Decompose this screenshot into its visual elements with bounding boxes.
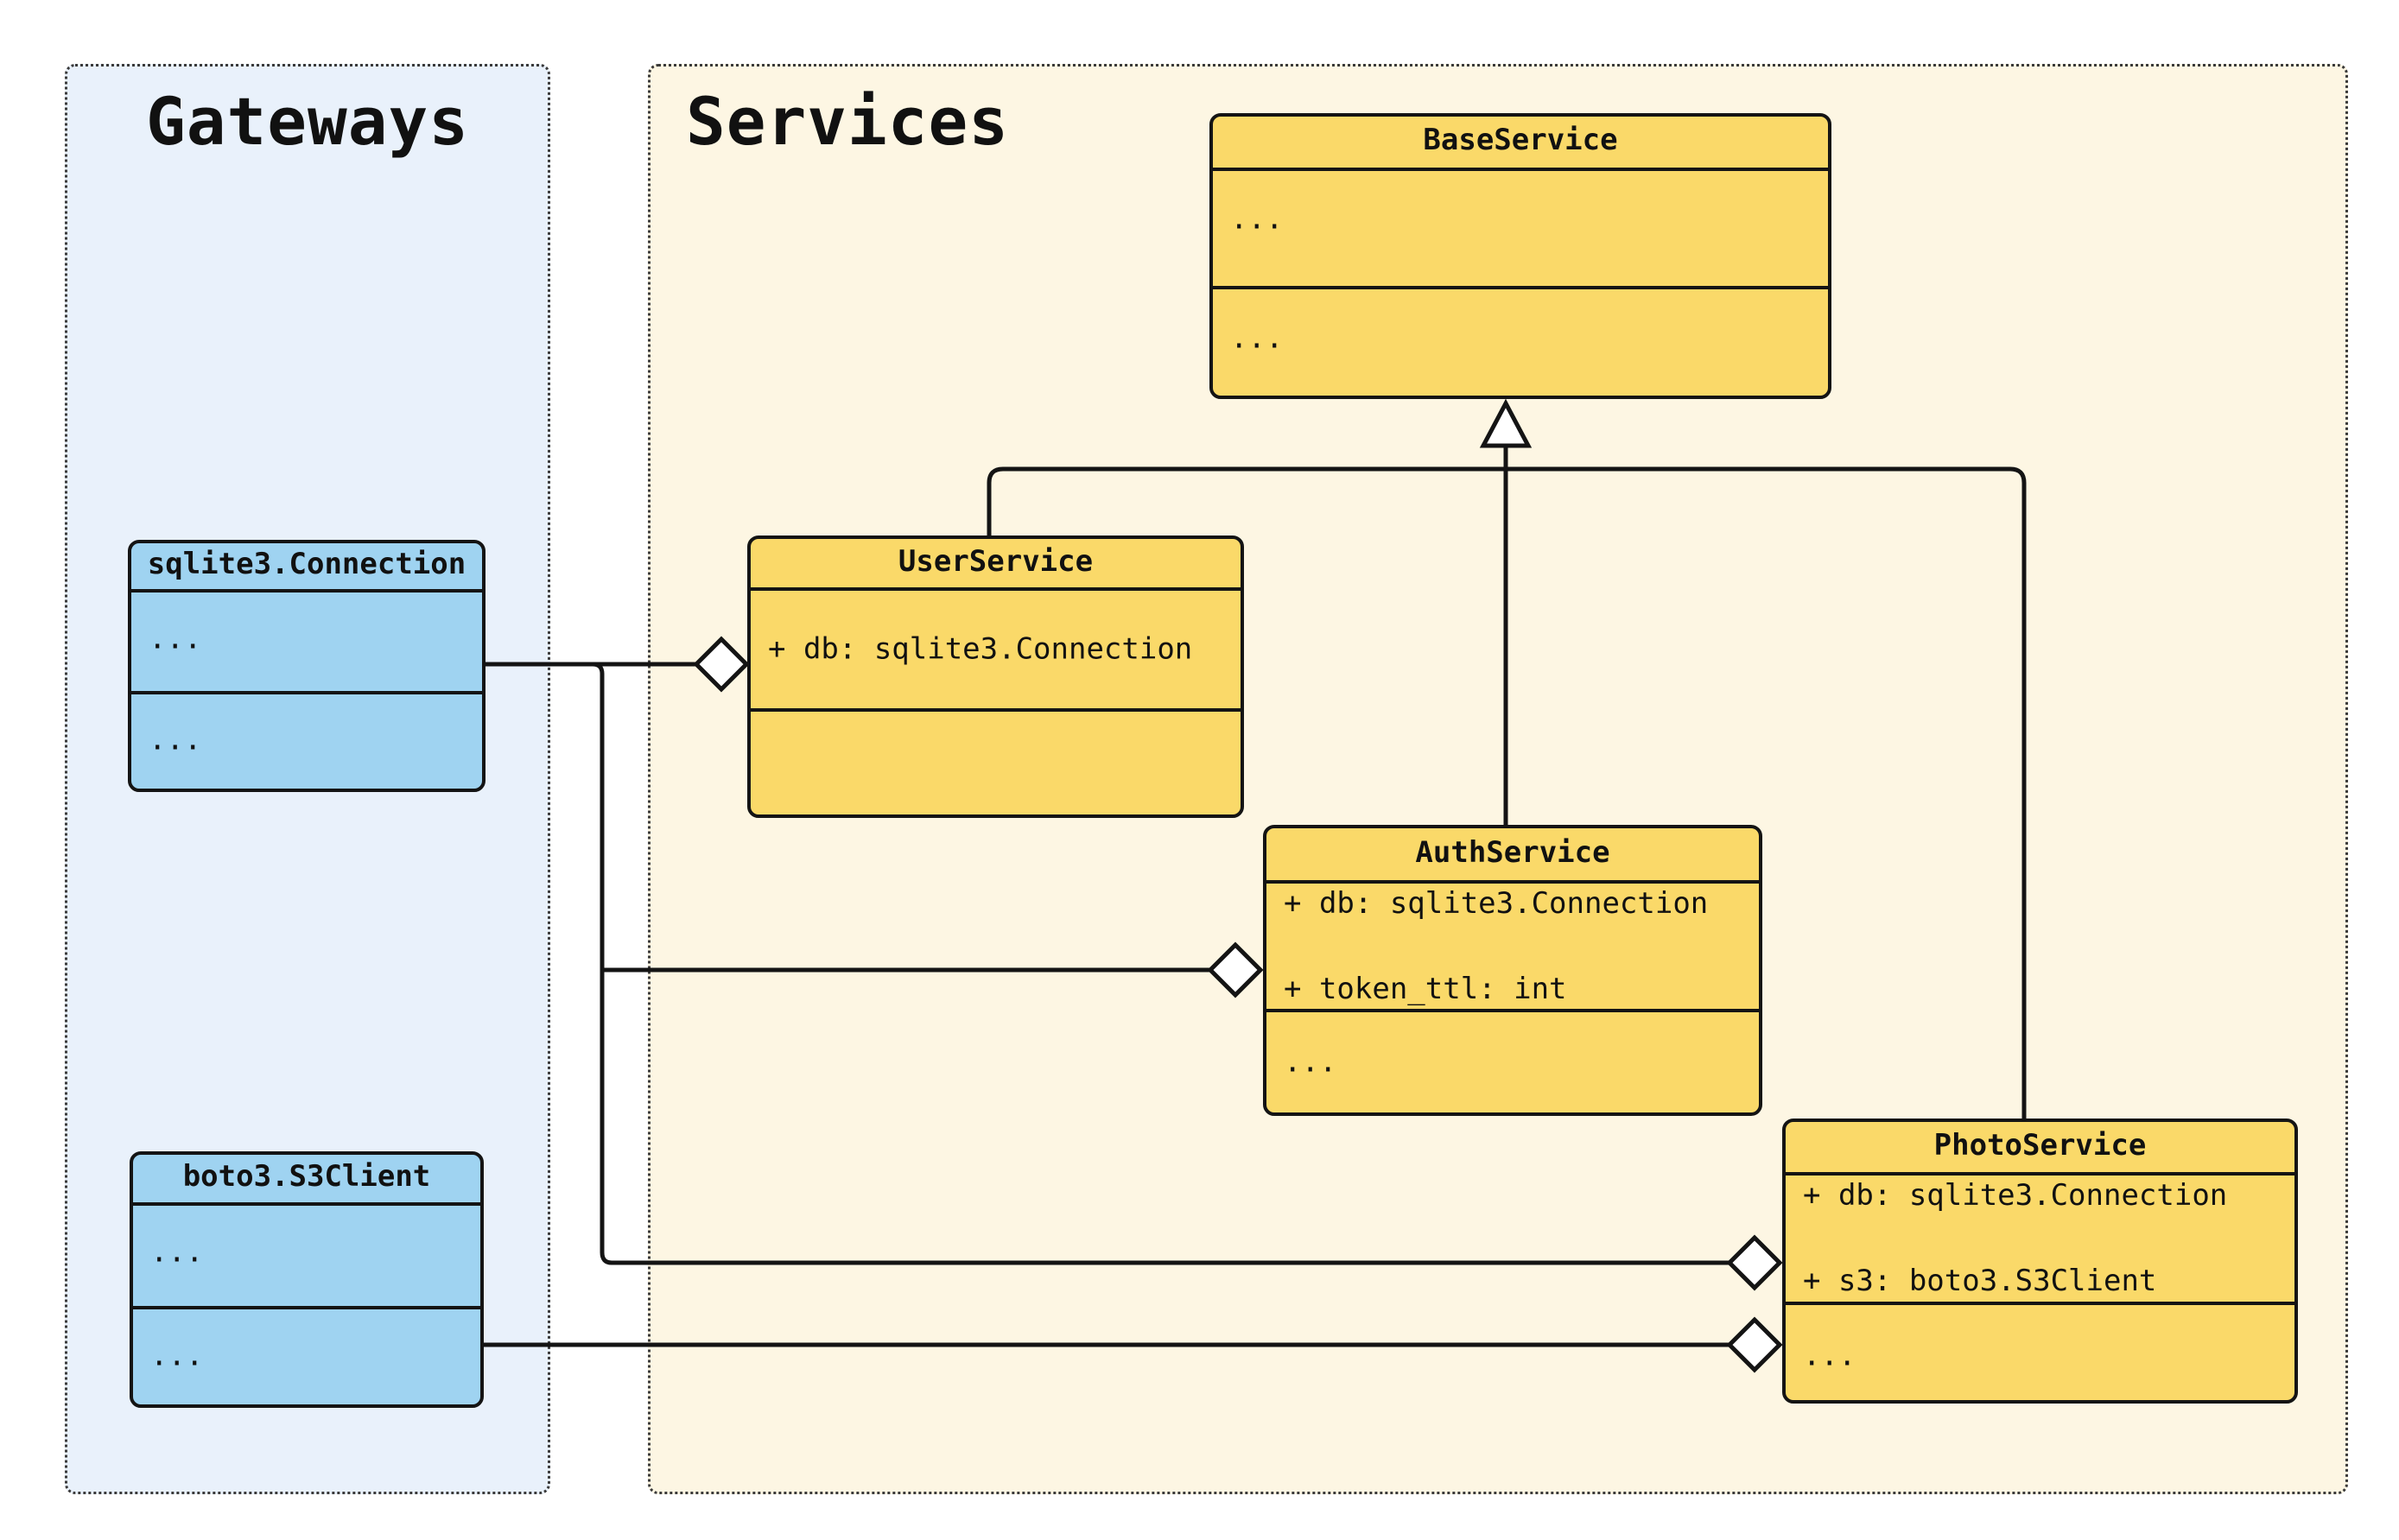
aggregation-diamond-userservice-db xyxy=(693,636,750,693)
services-panel-title: Services xyxy=(686,83,1010,160)
section-divider xyxy=(131,691,482,694)
class-photoservice-name: PhotoService xyxy=(1933,1128,2147,1163)
class-sqlite3-connection-name: sqlite3.Connection xyxy=(147,547,466,581)
section-divider xyxy=(1266,1009,1759,1012)
class-photoservice-attrs: + db: sqlite3.Connection + s3: boto3.S3C… xyxy=(1803,1125,2227,1353)
aggregation-diamond-photoservice-db xyxy=(1726,1234,1783,1291)
class-authservice-attrs: + db: sqlite3.Connection + token_ttl: in… xyxy=(1284,833,1708,1061)
class-userservice-attrs: + db: sqlite3.Connection xyxy=(768,631,1193,667)
attr-line: + s3: boto3.S3Client xyxy=(1803,1264,2157,1298)
gateways-panel-title: Gateways xyxy=(145,83,470,160)
section-divider xyxy=(133,1306,480,1309)
attr-line: + token_ttl: int xyxy=(1284,972,1567,1006)
section-divider xyxy=(1213,286,1828,289)
class-boto3-s3client-attrs: ... xyxy=(150,1234,204,1270)
section-divider xyxy=(1266,880,1759,884)
section-divider xyxy=(1213,168,1828,171)
class-baseservice: BaseService ... ... xyxy=(1209,113,1831,399)
section-divider xyxy=(751,587,1241,591)
class-boto3-s3client-name: boto3.S3Client xyxy=(182,1159,431,1194)
class-baseservice-methods: ... xyxy=(1230,320,1284,356)
class-sqlite3-connection-methods: ... xyxy=(149,722,202,757)
section-divider xyxy=(1786,1302,2294,1305)
class-boto3-s3client: boto3.S3Client ... ... xyxy=(130,1151,484,1408)
aggregation-diamond-authservice-db xyxy=(1207,941,1264,998)
class-authservice: AuthService + db: sqlite3.Connection + t… xyxy=(1263,825,1762,1116)
section-divider xyxy=(1786,1172,2294,1176)
class-sqlite3-connection-attrs: ... xyxy=(149,621,202,656)
edge-sqlite-branch-vertical xyxy=(592,662,1729,1265)
class-userservice-name: UserService xyxy=(898,544,1094,579)
class-baseservice-attrs: ... xyxy=(1230,201,1284,237)
aggregation-diamond-photoservice-s3 xyxy=(1726,1316,1783,1373)
section-divider xyxy=(131,589,482,593)
section-divider xyxy=(751,708,1241,712)
class-baseservice-name: BaseService xyxy=(1423,123,1618,157)
class-authservice-name: AuthService xyxy=(1415,835,1610,870)
class-photoservice: PhotoService + db: sqlite3.Connection + … xyxy=(1782,1119,2298,1404)
class-userservice: UserService + db: sqlite3.Connection xyxy=(747,536,1244,818)
class-authservice-methods: ... xyxy=(1284,1044,1337,1080)
attr-line: + db: sqlite3.Connection xyxy=(1284,886,1709,921)
class-photoservice-methods: ... xyxy=(1803,1338,1856,1373)
inheritance-triangle-icon xyxy=(1479,398,1533,448)
class-boto3-s3client-methods: ... xyxy=(150,1338,204,1373)
attr-line: + db: sqlite3.Connection xyxy=(1803,1178,2228,1213)
section-divider xyxy=(133,1202,480,1206)
class-sqlite3-connection: sqlite3.Connection ... ... xyxy=(128,540,486,792)
